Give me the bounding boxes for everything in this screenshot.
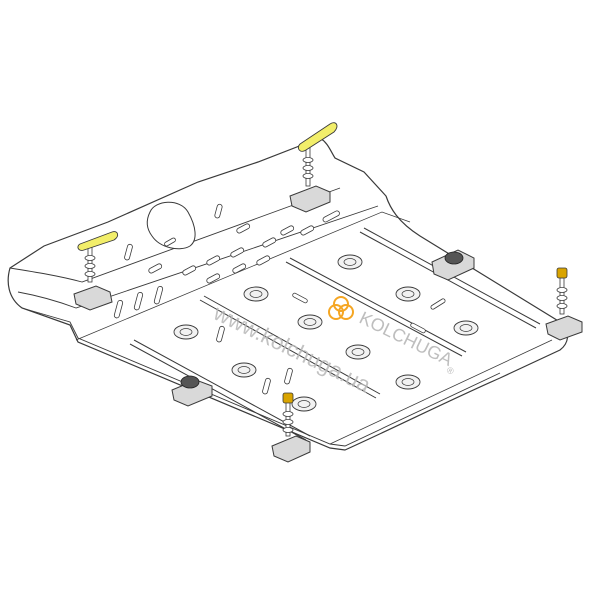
slot (262, 377, 271, 395)
rubber-pad-left (180, 375, 200, 389)
hole-inner (343, 258, 357, 266)
hole (395, 374, 421, 390)
slot (124, 243, 133, 261)
hole-inner (303, 318, 317, 326)
fold-line-front (75, 211, 411, 341)
washer (556, 303, 568, 309)
fold-line-side (329, 339, 553, 445)
washer (302, 173, 314, 179)
hole-inner (237, 366, 251, 374)
slot (153, 285, 164, 305)
fastener-stack-top (302, 145, 314, 187)
fastener-stack-rear (282, 392, 294, 437)
rubber-pads (180, 251, 464, 389)
logo-ring-2 (338, 304, 354, 320)
washer (302, 157, 314, 163)
slot (256, 255, 271, 266)
slot (232, 263, 247, 274)
slot (206, 273, 221, 284)
slot (300, 225, 315, 236)
washer (302, 165, 314, 171)
watermark-registered: ® (445, 365, 456, 377)
kolchuga-logo (328, 296, 354, 320)
washer (556, 287, 568, 293)
slot (113, 299, 124, 319)
fastener-stack-front-left (84, 245, 96, 283)
slot (133, 291, 144, 311)
slots (113, 203, 446, 395)
slot (216, 325, 225, 343)
slot (164, 237, 176, 247)
slot (262, 237, 277, 248)
hole-inner (401, 290, 415, 298)
slot (148, 263, 163, 274)
front-lip-line (9, 187, 341, 283)
bracket-right-rubber (431, 249, 475, 281)
rubber-pad-right (444, 251, 464, 265)
stamped-holes (173, 254, 479, 412)
slot (292, 292, 308, 304)
hole (243, 286, 269, 302)
slot (230, 247, 245, 258)
hole-inner (249, 290, 263, 298)
rib-3 (199, 295, 381, 399)
mounting-brackets (73, 185, 583, 463)
hole (345, 344, 371, 360)
hole (231, 362, 257, 378)
washer (84, 255, 96, 261)
washer (282, 419, 294, 425)
yellow-bolt-left (77, 231, 119, 251)
washer (84, 271, 96, 277)
slot (236, 223, 251, 234)
hole-inner (459, 324, 473, 332)
fastener-stack-right (556, 267, 568, 315)
logo-ring-1 (328, 304, 344, 320)
slot (206, 255, 221, 266)
bracket-front-left (73, 285, 113, 311)
washer (84, 263, 96, 269)
slot (214, 203, 223, 219)
yellow-bolts (77, 122, 338, 251)
fastener-stacks (84, 145, 568, 437)
washer (282, 411, 294, 417)
hole (297, 314, 323, 330)
bracket-top-center (289, 185, 331, 213)
hole (395, 286, 421, 302)
slot (284, 367, 293, 385)
oval-cutout (146, 201, 196, 250)
hole-inner (179, 328, 193, 336)
stamped-holes-inner (179, 258, 473, 408)
bracket-rear-center (271, 435, 311, 463)
nut (282, 392, 294, 404)
rib-4 (129, 339, 311, 441)
hole (291, 396, 317, 412)
front-lip-line-2 (17, 205, 379, 309)
slot (322, 210, 340, 223)
hole-inner (297, 400, 311, 408)
washer (556, 295, 568, 301)
slot (280, 225, 295, 236)
hole (337, 254, 363, 270)
hole (453, 320, 479, 336)
hole-inner (401, 378, 415, 386)
washer (282, 427, 294, 433)
slot (430, 298, 446, 310)
bracket-right (545, 315, 583, 341)
slot (182, 265, 197, 276)
yellow-bolt-top (297, 122, 338, 152)
logo-ring-3 (333, 296, 349, 312)
rib-2 (285, 257, 467, 357)
slot (410, 322, 426, 334)
hole (173, 324, 199, 340)
hole-inner (351, 348, 365, 356)
nut (556, 267, 568, 279)
